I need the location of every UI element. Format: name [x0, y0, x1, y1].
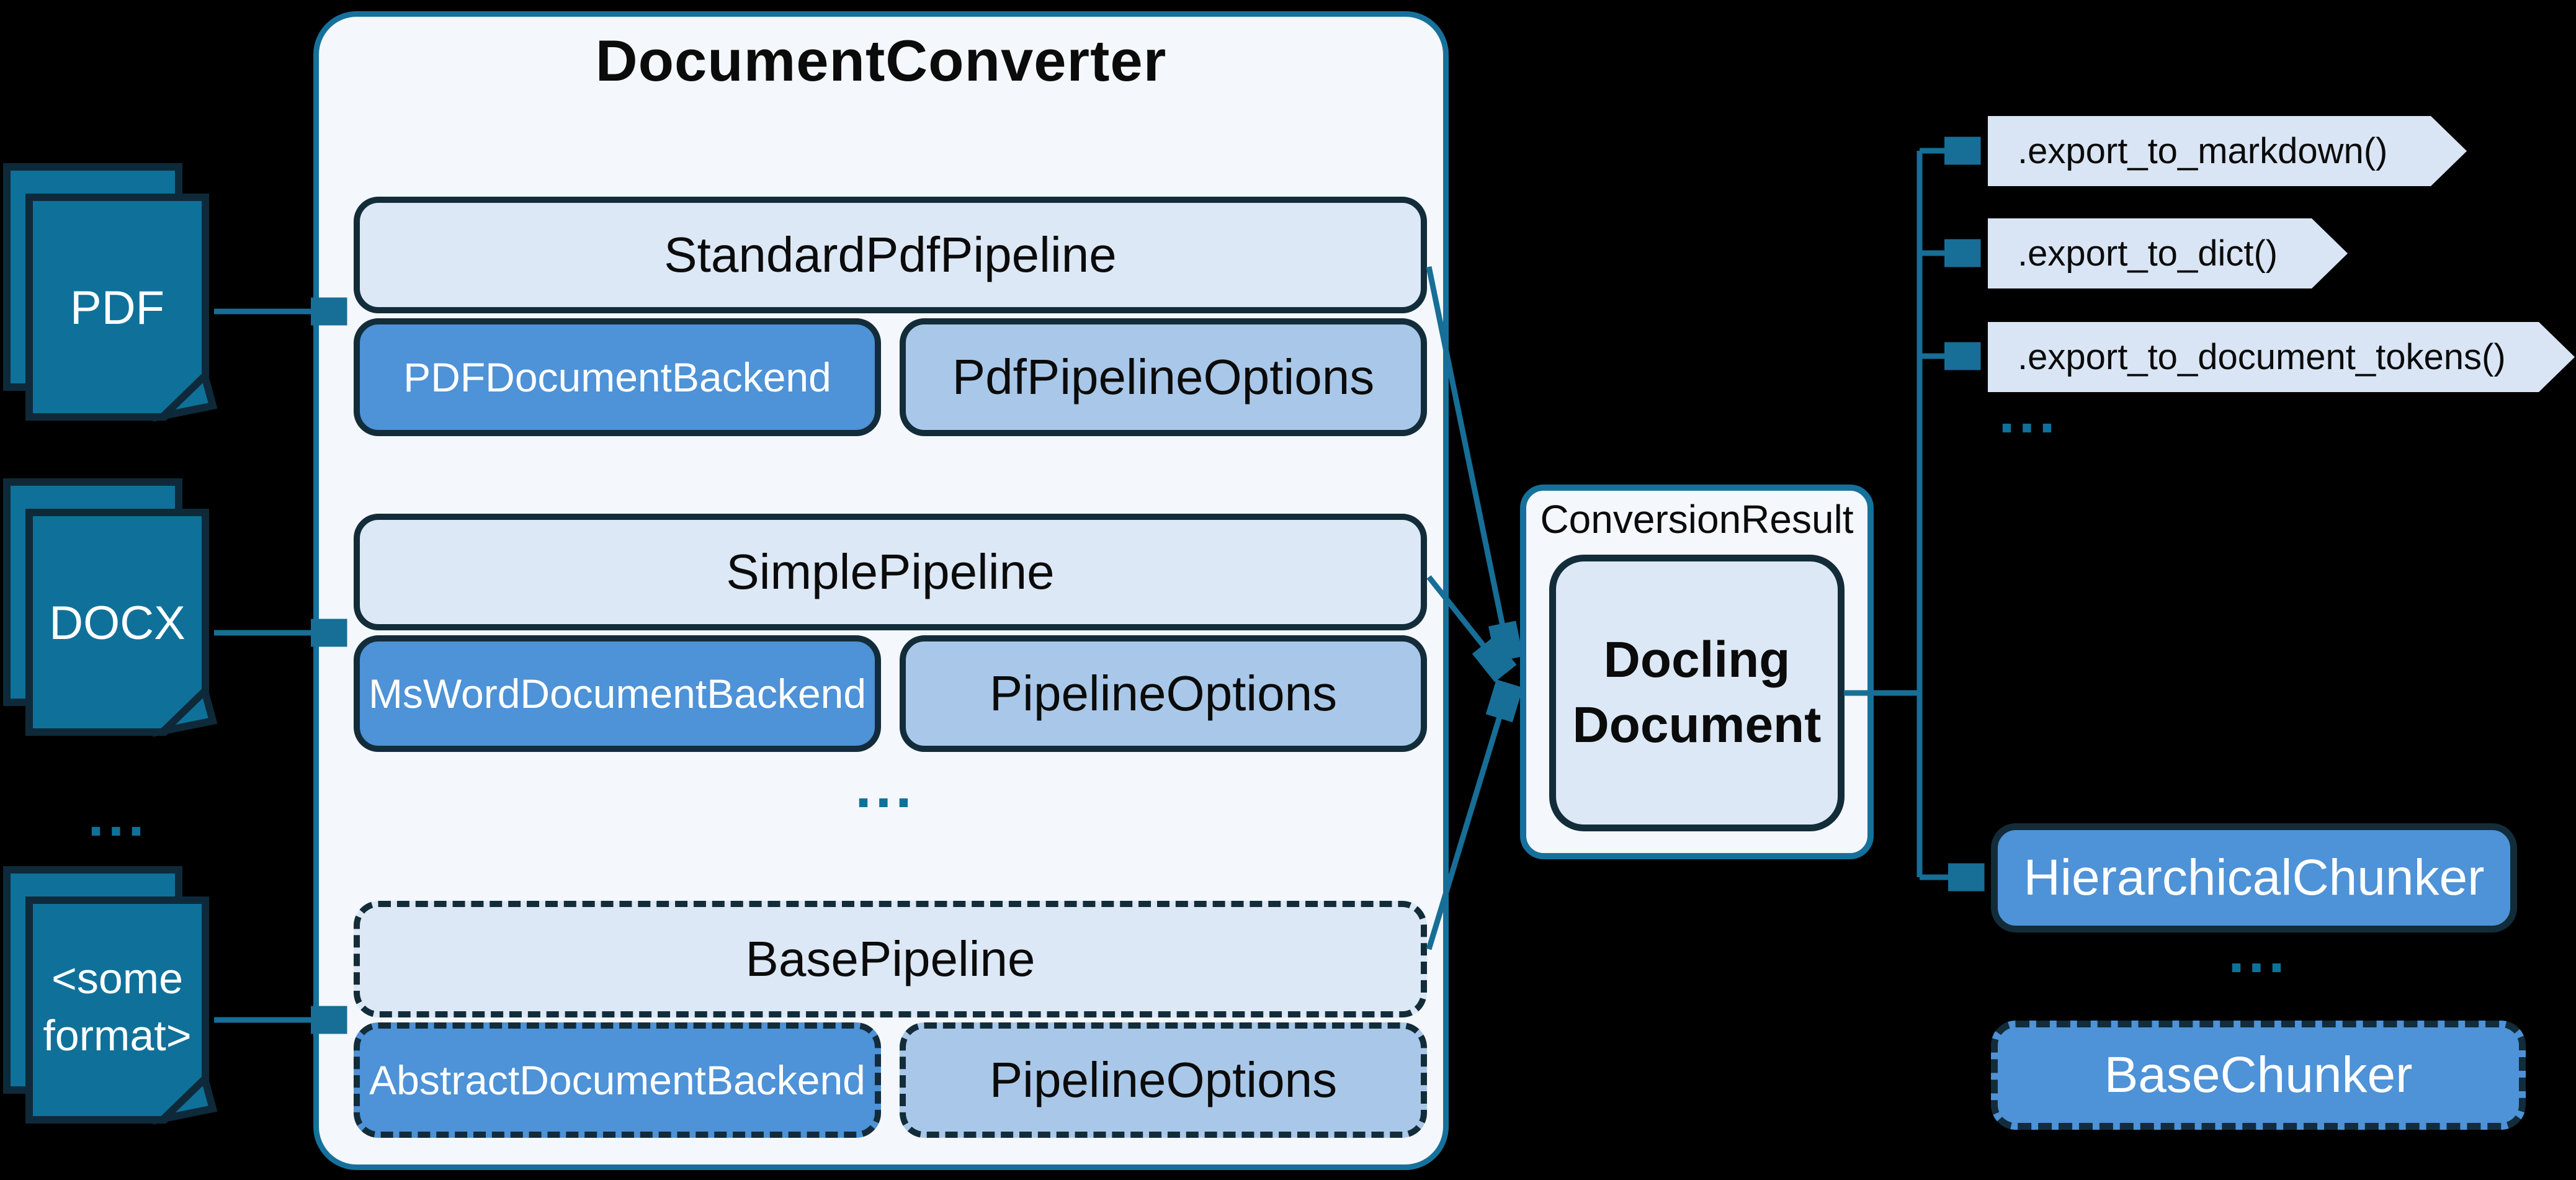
more-chunkers-ellipsis: ...: [2228, 919, 2289, 985]
input-format-label-line2: format>: [43, 1011, 191, 1060]
more-inputs-ellipsis: ...: [87, 783, 148, 849]
dog-ear-fold: [152, 369, 218, 422]
pdf-documents-icon: PDF: [3, 163, 218, 422]
more-pipelines-ellipsis: ...: [855, 754, 916, 820]
dog-ear-fold: [152, 1071, 218, 1125]
docx-documents-icon: DOCX: [3, 478, 218, 737]
options-label: PipelineOptions: [989, 1052, 1338, 1107]
diagram-title: DocumentConverter: [595, 28, 1167, 93]
export-to-document-tokens-tag: .export_to_document_tokens(): [1988, 322, 2575, 392]
docling-document-line2: Document: [1572, 697, 1822, 753]
input-format-label: PDF: [70, 282, 164, 334]
pipeline-label: SimplePipeline: [726, 544, 1055, 599]
pipeline-box-base: BasePipeline: [354, 901, 1427, 1017]
export-to-dict-tag: .export_to_dict(): [1988, 218, 2348, 288]
pipeline-label: StandardPdfPipeline: [664, 227, 1117, 282]
export-method-label: .export_to_dict(): [2018, 233, 2278, 274]
hierarchical-chunker-box: HierarchicalChunker: [1991, 823, 2517, 932]
chunker-label: BaseChunker: [2104, 1047, 2413, 1103]
options-label: PipelineOptions: [989, 666, 1338, 721]
pipeline-box-standard-pdf: StandardPdfPipeline: [354, 197, 1427, 313]
more-exports-ellipsis: ...: [1998, 380, 2059, 445]
options-box-base: PipelineOptions: [900, 1022, 1427, 1138]
options-box-simple: PipelineOptions: [900, 635, 1427, 752]
export-method-label: .export_to_markdown(): [2018, 131, 2388, 171]
conversion-result-label: ConversionResult: [1540, 497, 1854, 542]
input-format-label-line1: <some: [51, 954, 183, 1003]
dog-ear-fold: [152, 684, 218, 737]
options-label: PdfPipelineOptions: [952, 349, 1375, 405]
backend-box-abstract: AbstractDocumentBackend: [354, 1022, 881, 1138]
backend-box-pdf: PDFDocumentBackend: [354, 318, 881, 436]
chunker-label: HierarchicalChunker: [2023, 849, 2485, 906]
pipeline-label: BasePipeline: [745, 931, 1035, 986]
backend-label: PDFDocumentBackend: [403, 354, 831, 400]
docling-document-box: Docling Document: [1549, 555, 1845, 831]
pipeline-box-simple: SimplePipeline: [354, 514, 1427, 630]
input-format-label: DOCX: [49, 597, 186, 650]
some-format-documents-icon: <some format>: [3, 866, 218, 1125]
backend-box-msword: MsWordDocumentBackend: [354, 635, 881, 752]
docling-document-line1: Docling: [1603, 632, 1791, 689]
base-chunker-box: BaseChunker: [1991, 1021, 2526, 1130]
front-sheet: [25, 896, 209, 1124]
export-method-label: .export_to_document_tokens(): [2018, 337, 2506, 377]
options-box-pdf: PdfPipelineOptions: [900, 318, 1427, 436]
backend-label: MsWordDocumentBackend: [368, 671, 867, 717]
export-to-markdown-tag: .export_to_markdown(): [1988, 116, 2467, 186]
backend-label: AbstractDocumentBackend: [369, 1057, 865, 1103]
